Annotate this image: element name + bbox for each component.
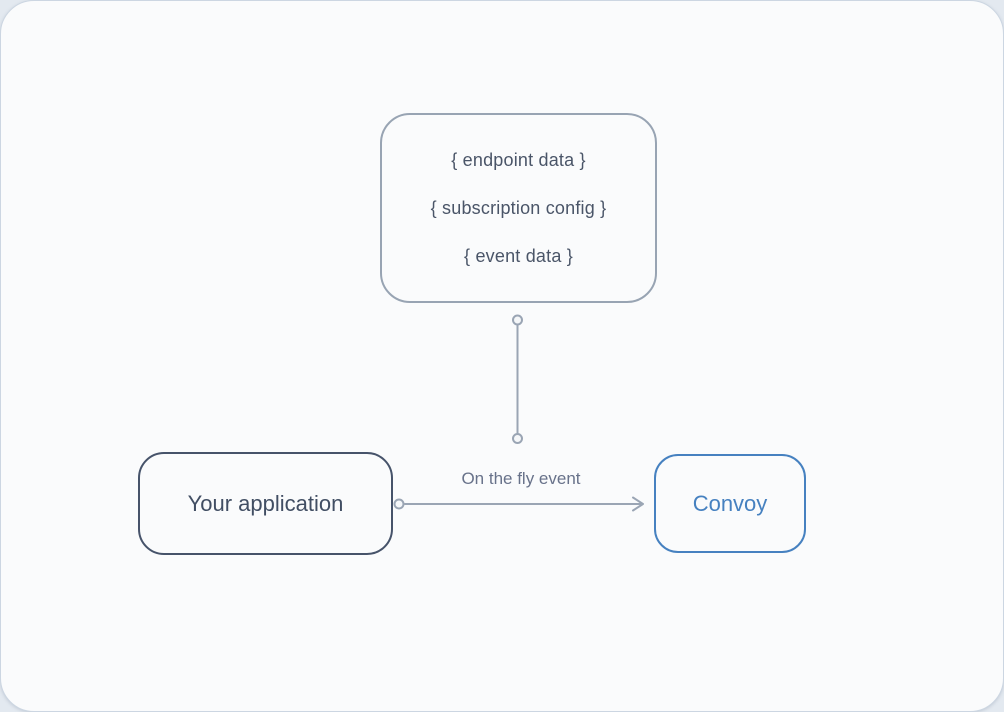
your-application-box: Your application bbox=[138, 452, 393, 555]
payload-line-subscription-config: { subscription config } bbox=[430, 197, 607, 218]
payload-data-box: { endpoint data } { subscription config … bbox=[380, 113, 657, 303]
your-application-label: Your application bbox=[187, 490, 344, 516]
payload-line-event-data: { event data } bbox=[464, 245, 573, 266]
convoy-box: Convoy bbox=[654, 454, 806, 553]
edge-label: On the fly event bbox=[461, 469, 581, 488]
payload-line-endpoint-data: { endpoint data } bbox=[451, 149, 586, 170]
convoy-label: Convoy bbox=[692, 490, 768, 516]
